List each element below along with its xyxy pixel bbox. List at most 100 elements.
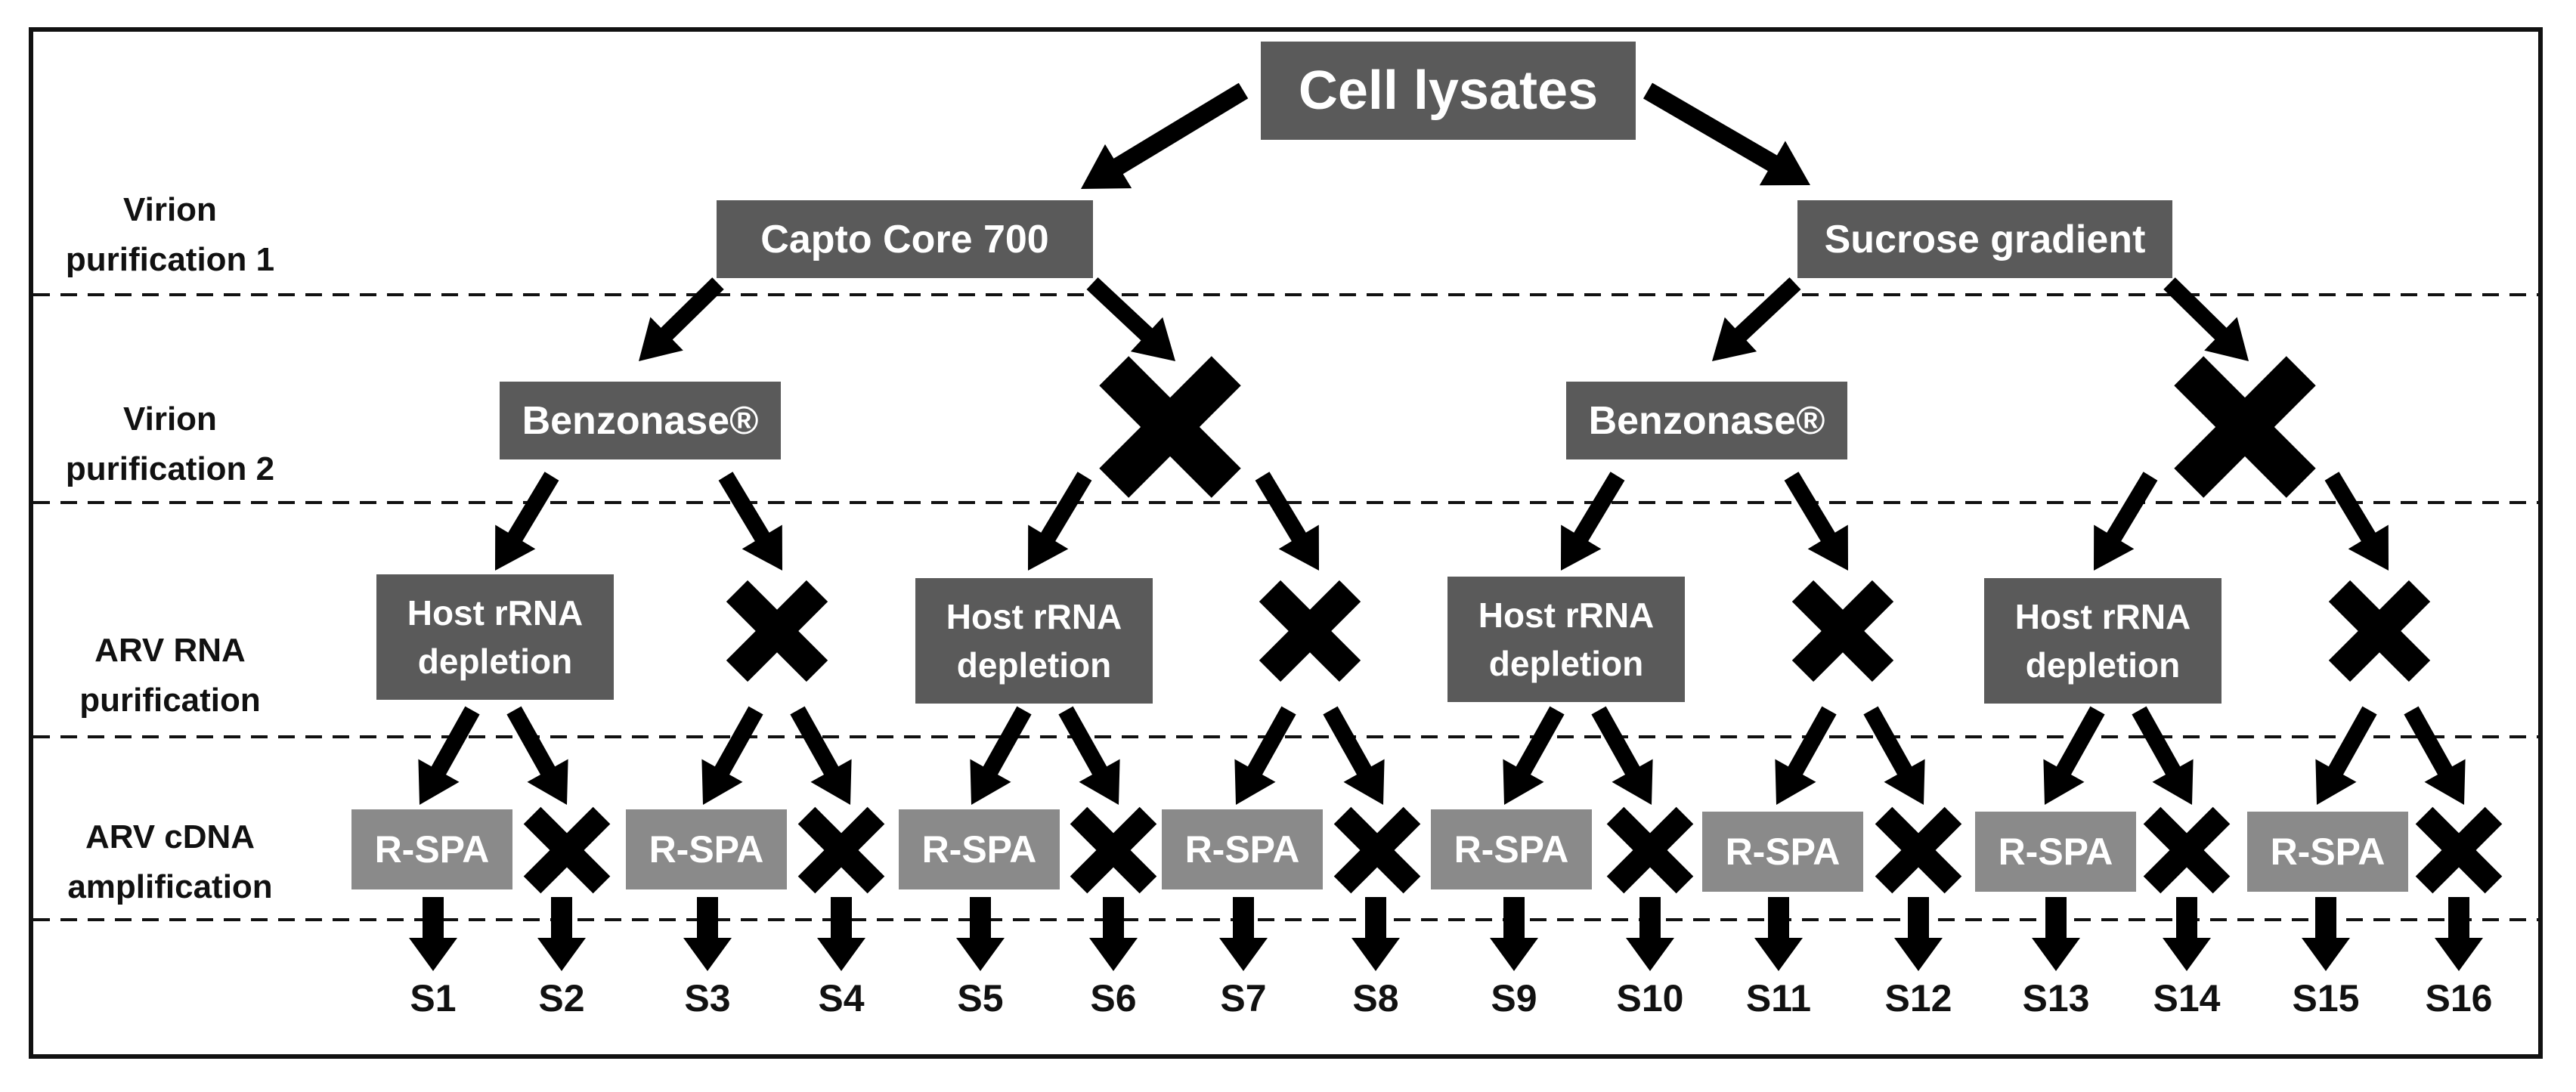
- flow-arrow-26: [1863, 706, 1925, 805]
- flow-arrow-34: [817, 897, 865, 971]
- flow-arrow-33: [683, 897, 732, 971]
- sample-label-s1: S1: [410, 977, 457, 1019]
- skip-mark-icon-12: [1875, 806, 1962, 894]
- flow-arrow-38: [1351, 897, 1400, 971]
- rna-box-line1: Host rRNA: [1478, 595, 1655, 635]
- flow-arrow-10: [1255, 472, 1319, 571]
- flow-arrow-29: [2315, 706, 2377, 805]
- sample-label-s12: S12: [1884, 977, 1952, 1019]
- rna-box-line2: depletion: [956, 645, 1112, 685]
- benzonase-box-left: Benzonase®: [500, 382, 781, 459]
- skip-mark-icon-3: [726, 580, 828, 682]
- flow-arrow-23: [1503, 706, 1565, 805]
- flow-arrow-11: [1561, 472, 1625, 571]
- flow-arrow-21: [1234, 706, 1296, 805]
- skip-mark-icon-7: [523, 806, 611, 894]
- sample-label-s10: S10: [1616, 977, 1684, 1019]
- flow-arrow-25: [1775, 706, 1837, 805]
- rna-box-line1: Host rRNA: [946, 597, 1122, 636]
- flow-arrow-12: [1784, 472, 1848, 571]
- skip-mark-icon-5: [1791, 580, 1894, 682]
- flow-arrow-30: [2404, 706, 2466, 805]
- rna-box-line1: Host rRNA: [407, 593, 584, 633]
- sample-label-s16: S16: [2425, 977, 2493, 1019]
- sample-label-s15: S15: [2292, 977, 2360, 1019]
- host-rrna-depletion-box-3: Host rRNA depletion: [1447, 577, 1685, 702]
- flow-arrow-28: [2132, 706, 2194, 805]
- skip-mark-icon-14: [2415, 806, 2503, 894]
- sample-label-s6: S6: [1090, 977, 1137, 1019]
- flow-arrow-41: [1754, 897, 1803, 971]
- skip-mark-icon-1: [1099, 356, 1241, 498]
- sample-label-s9: S9: [1491, 977, 1537, 1019]
- rna-box-line2: depletion: [417, 642, 573, 681]
- sucrose-gradient-box: Sucrose gradient: [1797, 200, 2172, 278]
- diagram-frame: [29, 27, 2543, 1059]
- flow-arrow-22: [1323, 706, 1385, 805]
- flow-arrow-17: [701, 706, 763, 805]
- flow-arrow-4: [1086, 277, 1175, 361]
- skip-mark-icon-4: [1259, 580, 1361, 682]
- sample-label-s8: S8: [1352, 977, 1399, 1019]
- rna-box-line2: depletion: [2025, 645, 2181, 685]
- flow-arrow-15: [418, 706, 480, 805]
- sample-label-s14: S14: [2153, 977, 2221, 1019]
- flow-arrow-43: [2032, 897, 2080, 971]
- flow-arrow-18: [790, 706, 852, 805]
- stage-label-line1: ARV RNA: [94, 632, 246, 669]
- stage-label-line2: purification: [79, 682, 261, 719]
- stage-label-line1: Virion: [123, 191, 217, 228]
- flow-arrow-8: [718, 472, 782, 571]
- flow-arrow-13: [2094, 472, 2158, 571]
- host-rrna-depletion-box-1: Host rRNA depletion: [376, 574, 614, 700]
- flow-arrow-44: [2163, 897, 2211, 971]
- rspa-box-2: R-SPA: [626, 809, 787, 889]
- skip-mark-icon-11: [1606, 806, 1694, 894]
- sample-label-s13: S13: [2022, 977, 2090, 1019]
- sample-label-s11: S11: [1745, 977, 1812, 1019]
- flow-arrow-5: [1712, 277, 1801, 361]
- skip-mark-icon-2: [2174, 356, 2316, 498]
- skip-mark-icon-9: [1070, 806, 1157, 894]
- flow-arrow-40: [1626, 897, 1674, 971]
- sample-label-s7: S7: [1220, 977, 1267, 1019]
- flow-arrow-6: [2163, 277, 2249, 361]
- skip-mark-icon-8: [797, 806, 885, 894]
- flow-arrow-24: [1591, 706, 1653, 805]
- cell-lysates-box: Cell lysates: [1261, 42, 1636, 140]
- stage-label-virion-purification-2: Virion purification 2: [57, 394, 283, 494]
- skip-mark-icon-6: [2328, 580, 2431, 682]
- flow-arrow-7: [495, 472, 559, 571]
- stage-label-virion-purification-1: Virion purification 1: [57, 185, 283, 285]
- flow-arrow-32: [537, 897, 586, 971]
- stage-label-line2: purification 1: [65, 241, 275, 278]
- flow-arrow-19: [970, 706, 1032, 805]
- flow-arrow-3: [639, 277, 724, 361]
- arrows-layer: [409, 82, 2483, 971]
- skip-mark-icon-10: [1333, 806, 1421, 894]
- rna-box-line1: Host rRNA: [2014, 597, 2191, 636]
- flow-arrow-31: [409, 897, 457, 971]
- flow-arrow-2: [1643, 82, 1810, 186]
- flow-arrow-46: [2435, 897, 2483, 971]
- stage-label-line1: Virion: [123, 401, 217, 438]
- flow-arrow-27: [2043, 706, 2105, 805]
- host-rrna-depletion-box-2: Host rRNA depletion: [915, 578, 1153, 704]
- capto-core-700-box: Capto Core 700: [717, 200, 1093, 278]
- rspa-box-1: R-SPA: [351, 809, 512, 889]
- rspa-box-5: R-SPA: [1431, 809, 1592, 889]
- sample-label-s3: S3: [684, 977, 731, 1019]
- flow-arrow-35: [956, 897, 1005, 971]
- flow-arrow-14: [2324, 472, 2389, 571]
- flow-arrow-1: [1081, 82, 1249, 189]
- sample-label-s5: S5: [957, 977, 1004, 1019]
- rspa-box-6: R-SPA: [1702, 812, 1863, 892]
- host-rrna-depletion-box-4: Host rRNA depletion: [1984, 578, 2221, 704]
- stage-label-line2: amplification: [67, 868, 273, 905]
- flow-arrow-16: [506, 706, 568, 805]
- skip-marks-layer: [523, 356, 2503, 894]
- rna-box-line2: depletion: [1488, 644, 1644, 683]
- stage-label-line1: ARV cDNA: [85, 818, 255, 855]
- sample-label-s4: S4: [818, 977, 865, 1019]
